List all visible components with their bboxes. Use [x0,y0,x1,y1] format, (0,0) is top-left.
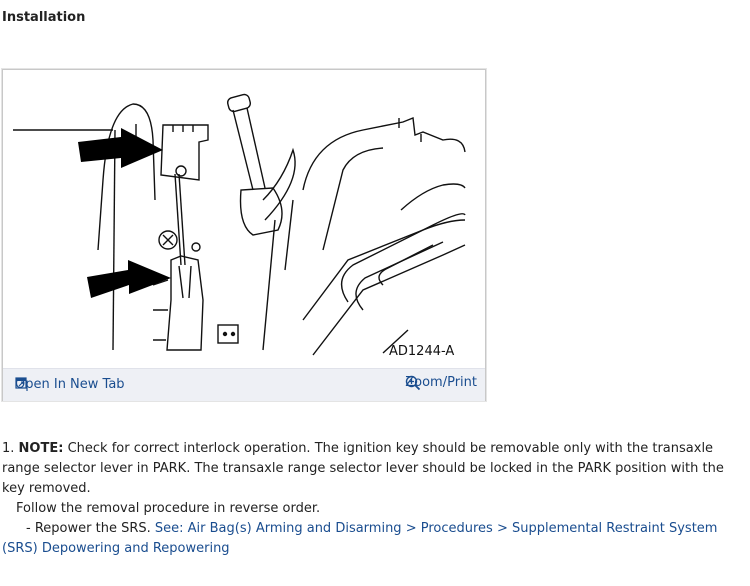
section-title: Installation [2,10,86,25]
figure-toolbar: Open In New Tab Zoom/Print [3,368,485,401]
follow-procedure: Follow the removal procedure in reverse … [16,501,321,516]
arrow-lower [87,260,171,298]
open-in-new-tab-link[interactable]: Open In New Tab [15,377,125,392]
technical-illustration [13,93,466,356]
zoom-print-link[interactable]: Zoom/Print [405,375,477,391]
note-text: Check for correct interlock operation. T… [2,441,724,496]
arrow-upper [78,128,163,168]
see-procedure-link[interactable]: See: Air Bag(s) Arming and Disarming > P… [2,521,718,556]
note-label: NOTE: [18,441,64,456]
repower-text: Repower the SRS. [34,521,151,536]
figure-panel: AD1244-A Open In New Tab Zoom/Print [2,69,486,401]
dash-marker: - [26,521,31,536]
step-number: 1. [2,441,15,456]
repower-step: - Repower the SRS. See: Air Bag(s) Armin… [2,519,747,559]
magnifier-plus-icon [406,375,421,391]
open-in-new-tab-label: Open In New Tab [15,377,125,392]
figure-code: AD1244-A [389,344,455,359]
zoom-print-label: Zoom/Print [405,375,477,390]
step-note: 1. NOTE: Check for correct interlock ope… [2,439,747,499]
external-window-icon [15,377,27,389]
